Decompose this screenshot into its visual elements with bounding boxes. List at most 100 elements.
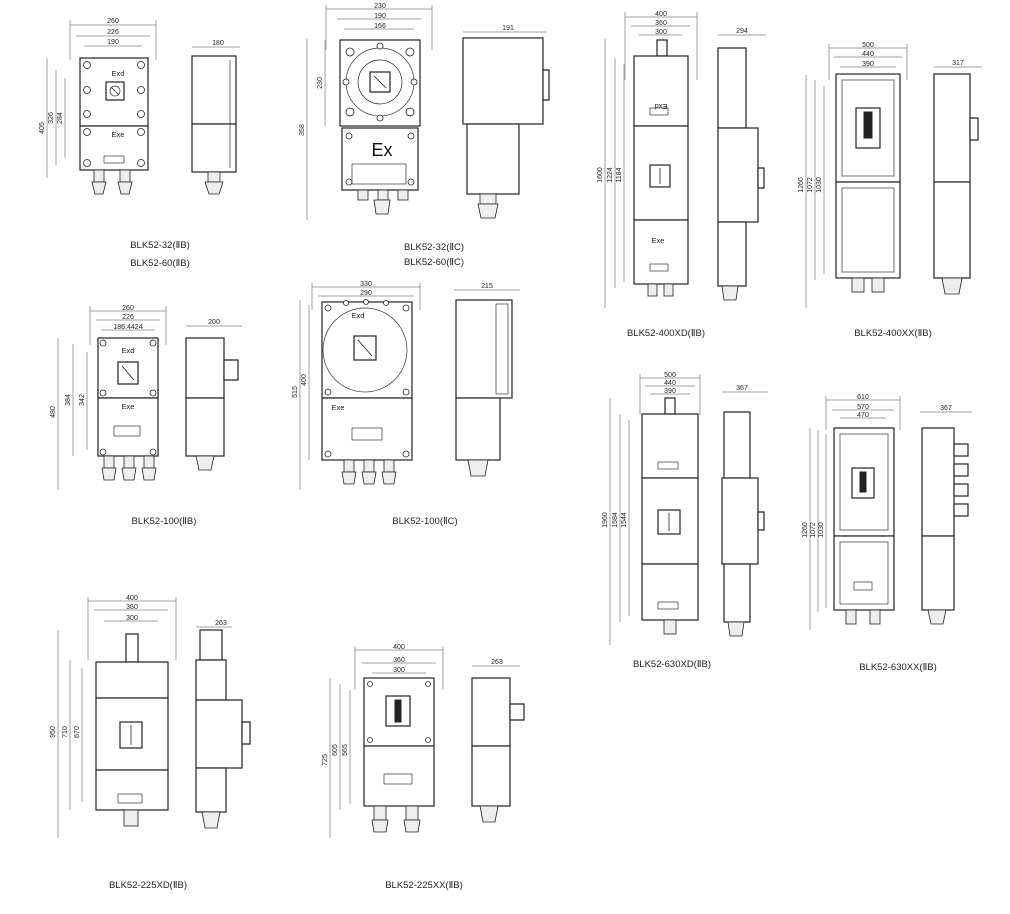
dim-d5-left-2: 342 [79, 394, 86, 406]
d3-upper-enclosure [633, 55, 689, 127]
dim-d6-left-1: 400 [301, 374, 308, 386]
d7-side-lower [723, 563, 751, 623]
d10-side-upper [471, 677, 511, 747]
caption-d3: BLK52-400XD(ⅡB) [627, 328, 705, 339]
dim-d2-top-2: 166 [374, 23, 386, 30]
drawing-blk52-400xd-iib: 400 360 300 1600 1224 1184 Exd Exe 294 B… [597, 11, 766, 339]
dim-d4-side: 317 [952, 60, 964, 67]
dim-d5-top-0: 260 [122, 305, 134, 312]
dim-d9-top-1: 360 [126, 604, 138, 611]
caption-d2-line2: BLK52-60(ⅡC) [404, 257, 464, 268]
dim-d4-left-2: 1030 [816, 177, 823, 193]
drawing-blk52-400xx-iib: 500 440 390 1260 1072 1030 317 BLK52-400… [798, 42, 982, 339]
caption-d4: BLK52-400XX(ⅡB) [854, 328, 932, 339]
dim-d8-top-2: 470 [857, 412, 869, 419]
d6-lower-enclosure [321, 397, 413, 461]
d2-side-upper [462, 37, 544, 125]
caption-d10: BLK52-225XX(ⅡB) [385, 880, 463, 891]
d10-lower-enclosure [363, 745, 435, 807]
d4-side-lower [933, 181, 971, 279]
dim-d5-top-2: 186.4424 [113, 324, 142, 331]
d7-upper-enclosure [641, 413, 699, 479]
drawing-blk52-32-iib: 260 226 190 405 326 284 Exd Exe 180 [39, 18, 240, 269]
dim-d9-side: 263 [215, 620, 227, 627]
dim-d2-top-0: 230 [374, 3, 386, 10]
dim-d3-top-1: 360 [655, 20, 667, 27]
dim-d8-top-0: 610 [857, 394, 869, 401]
dim-d10-top-0: 400 [393, 644, 405, 651]
drawing-blk52-630xd-iib: 500 440 390 1960 1584 1544 367 BLK52-630… [602, 372, 768, 670]
dim-d10-left-0: 725 [322, 754, 329, 766]
dim-d8-top-1: 570 [857, 404, 869, 411]
d3-lower-enclosure [633, 219, 689, 285]
dim-d9-top-0: 400 [126, 595, 138, 602]
dim-d1-left-0: 405 [39, 122, 46, 134]
d9-lower-enclosure [95, 769, 169, 811]
dim-d3-left-2: 1184 [616, 167, 623, 182]
caption-d2-line1: BLK52-32(ⅡC) [404, 242, 464, 253]
dim-d8-left-2: 1030 [818, 522, 825, 538]
drawing-blk52-100-iic: 330 290 515 400 Exd Exe 215 BLK52-100(ⅡC… [292, 281, 520, 527]
dim-d1-side: 180 [212, 40, 224, 47]
caption-d6: BLK52-100(ⅡC) [392, 516, 457, 527]
dim-d10-top-1: 360 [393, 657, 405, 664]
dim-d1-top-0: 260 [107, 18, 119, 25]
dim-d10-left-1: 605 [332, 744, 339, 756]
d7-side-upper [723, 411, 751, 479]
d1-label-exe: Exe [112, 130, 125, 139]
d3-side-lower [717, 221, 747, 287]
caption-d1-line1: BLK52-32(ⅡB) [130, 240, 190, 251]
d5-upper-enclosure [97, 337, 159, 399]
d10-side-lower [471, 745, 511, 807]
dim-d9-left-2: 670 [74, 726, 81, 738]
dim-d3-left-0: 1600 [597, 167, 604, 183]
d6-label-exd: Exd [352, 311, 365, 320]
dim-d6-top-1: 290 [360, 290, 372, 297]
dim-d3-left-1: 1224 [607, 167, 614, 183]
d2-side-lower [466, 123, 520, 195]
dim-d6-left-0: 515 [292, 386, 299, 398]
d8-side-lower [921, 535, 955, 611]
d5-side-lower [185, 397, 225, 457]
d1-label-exd: Exd [112, 69, 125, 78]
dim-d4-left-1: 1072 [807, 177, 814, 193]
dim-d1-top-2: 190 [107, 39, 119, 46]
dim-d4-top-0: 500 [862, 42, 874, 49]
dim-d3-side: 294 [736, 28, 748, 35]
d5-side-upper [185, 337, 225, 399]
caption-d7: BLK52-630XD(ⅡB) [633, 659, 711, 670]
dim-d7-left-2: 1544 [621, 512, 628, 528]
d8-lower-enclosure [833, 535, 895, 611]
d5-lower-enclosure [97, 397, 159, 457]
dim-d3-top-2: 300 [655, 29, 667, 36]
dim-d2-top-1: 190 [374, 13, 386, 20]
drawing-blk52-630xx-iib: 610 570 470 1260 1072 1030 367 BLK52-630… [802, 394, 972, 673]
d6-label-exe: Exe [332, 403, 345, 412]
d1-nameplate [103, 155, 125, 164]
dim-d9-left-1: 710 [62, 726, 69, 738]
drawing-blk52-32-iic: 230 190 166 358 230 Ex 191 BLK52-3 [299, 3, 550, 268]
dim-d7-side: 367 [736, 385, 748, 392]
d7-lower-enclosure [641, 563, 699, 621]
caption-d1-line2: BLK52-60(ⅡB) [130, 258, 190, 269]
d3-label-exd: Exd [655, 102, 668, 111]
d6-side-upper [455, 299, 513, 399]
d9-side-lower [195, 767, 227, 813]
d7-side-middle [721, 477, 759, 565]
dim-d4-top-1: 440 [862, 51, 874, 58]
dim-d6-side: 215 [481, 283, 493, 290]
d4-side-upper [933, 73, 971, 183]
dim-d1-left-1: 326 [48, 112, 55, 124]
d5-label-exe: Exe [122, 402, 135, 411]
d8-side-upper [921, 427, 955, 537]
dim-d10-side: 263 [491, 659, 503, 666]
dim-d7-top-2: 390 [664, 388, 676, 395]
d3-side-middle [717, 127, 759, 223]
dim-d5-left-0: 480 [50, 406, 57, 418]
d1-side-upper [191, 55, 237, 125]
caption-d9: BLK52-225XD(ⅡB) [109, 880, 187, 891]
dim-d7-top-0: 500 [664, 372, 676, 379]
dim-d5-left-1: 384 [65, 394, 72, 406]
dim-d10-top-2: 300 [393, 667, 405, 674]
